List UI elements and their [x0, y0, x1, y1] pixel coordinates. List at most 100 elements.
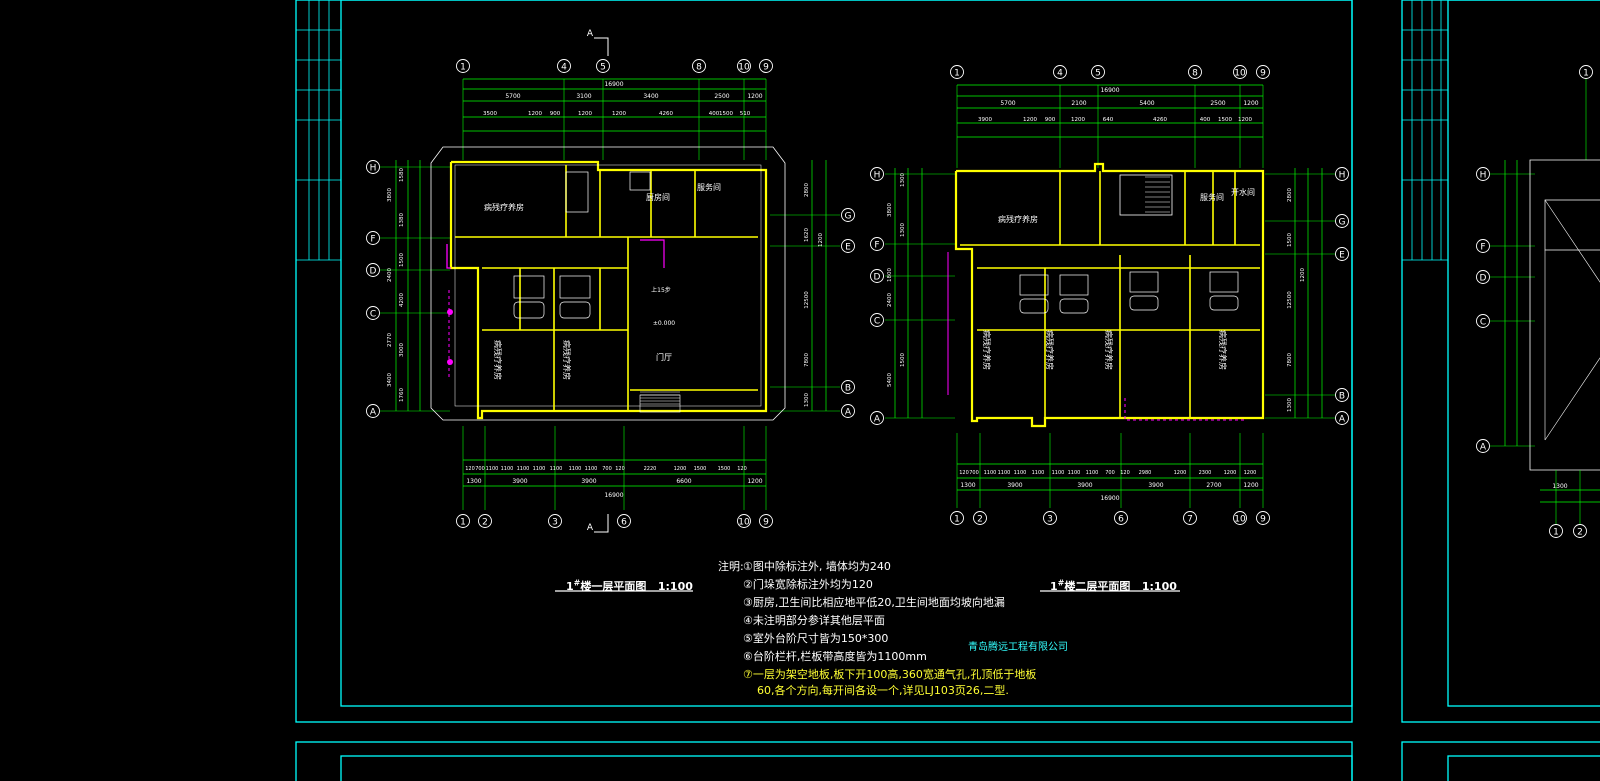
toilet-fixture [1209, 271, 1239, 293]
axis-bottom-label: 9 [763, 518, 769, 528]
axis-bottom-circle [1233, 511, 1247, 525]
axis-bottom-label: 1 [1553, 528, 1559, 538]
room-label: 病残疗养房 [1218, 330, 1228, 370]
room-label: 病残疗养房 [484, 202, 524, 212]
axis-top-label: 5 [600, 63, 606, 73]
axis-right-circle [841, 380, 855, 394]
ramp-rail [446, 244, 451, 269]
toilet-fixture [1059, 274, 1089, 296]
note-item-7: ⑦一层为架空地板,板下开100高,360宽通气孔,孔顶低于地板 [743, 668, 1037, 681]
axis-bottom-circle [973, 511, 987, 525]
dim-value: 1100 [533, 466, 546, 472]
roof-line [1544, 199, 1600, 251]
axis-left-circle [870, 269, 884, 283]
axis-left-circle [870, 411, 884, 425]
axis-top-circle [1188, 65, 1202, 79]
room-label: 病残疗养房 [1104, 330, 1114, 370]
sheet-frames [295, 0, 1600, 781]
dim-value: 7800 [1287, 353, 1293, 367]
exterior-wall [449, 160, 768, 420]
axis-bottom-circle [1183, 511, 1197, 525]
axis-top-label: 8 [696, 63, 702, 73]
dim-total: 16900 [1100, 495, 1119, 502]
axis-bottom-circle [737, 514, 751, 528]
dim-value: 7800 [804, 353, 810, 367]
axis-bottom-circle [950, 511, 964, 525]
dim-value: 2400 [387, 268, 393, 282]
axis-right-label: E [1339, 251, 1345, 261]
axis-left-label: A [370, 408, 377, 418]
axis-left-label: H [1480, 171, 1487, 181]
axis-left-circle [1476, 239, 1490, 253]
axis-bottom-label: 7 [1187, 515, 1193, 525]
dim-value: 120 [959, 470, 969, 476]
axis-bottom-label: 2 [1577, 528, 1583, 538]
dim-value: 6600 [676, 478, 691, 485]
axis-bottom-circle [1549, 524, 1563, 538]
axis-left-circle [366, 160, 380, 174]
dim-value: 2100 [1071, 100, 1086, 107]
elevation-label: ±0.000 [653, 320, 675, 327]
dim-value: 900 [550, 111, 561, 117]
dim-value: 1620 [804, 228, 810, 242]
dim-value: 1100 [517, 466, 530, 472]
axis-top-circle [1091, 65, 1105, 79]
axis-top-circle [950, 65, 964, 79]
dim-value: 4200 [399, 293, 405, 307]
dim-value: 2300 [1199, 470, 1212, 476]
note-item: ②门垛宽除标注外均为120 [743, 578, 873, 591]
axis-top-circle [1256, 65, 1270, 79]
dim-value: 1800 [887, 268, 893, 282]
axis-right-circle [841, 404, 855, 418]
entry-steps [639, 394, 681, 413]
axis-bottom-circle [617, 514, 631, 528]
axis-bottom-circle [548, 514, 562, 528]
roof-outline [430, 146, 786, 421]
dim-value: 1200 [747, 478, 762, 485]
axis-bottom-circle [456, 514, 470, 528]
axis-left-label: C [1480, 318, 1486, 328]
axis-left-label: H [874, 171, 881, 181]
dim-value: 1100 [569, 466, 582, 472]
dim-value: 1200 [674, 466, 687, 472]
axis-bottom-circle [1573, 524, 1587, 538]
dim-value: 510 [740, 111, 751, 117]
dim-value: 1100 [1032, 470, 1045, 476]
room-label: 服务间 [697, 182, 721, 192]
dim-value: 1200 [1244, 470, 1257, 476]
dim-value: 1500 [1287, 233, 1293, 247]
axis-bottom-circle [759, 514, 773, 528]
axis-left-circle [1476, 314, 1490, 328]
axis-right-label: B [1339, 392, 1345, 402]
axis-top-circle [1233, 65, 1247, 79]
dim-value: 1500 [719, 111, 733, 117]
axis-bottom-label: 6 [621, 518, 627, 528]
ramp-rail [640, 239, 665, 268]
bathtub-fixture [513, 301, 545, 319]
dim-value: 400 [1200, 117, 1211, 123]
axis-right-label: B [845, 384, 851, 394]
dim-value: 120 [1120, 470, 1130, 476]
dim-value: 1100 [1052, 470, 1065, 476]
dim-value: 700 [602, 466, 612, 472]
axis-top-label: 1 [954, 69, 960, 79]
axis-right-circle [1335, 388, 1349, 402]
room-label: 病残疗养房 [982, 330, 992, 370]
note-item: ③厨房,卫生间比相应地平低20,卫生间地面均坡向地漏 [743, 596, 1005, 609]
axis-bottom-label: 10 [1234, 515, 1246, 525]
axis-left-circle [366, 306, 380, 320]
axis-left-label: D [874, 273, 881, 283]
axis-top-label: 1 [1583, 69, 1589, 79]
axis-top-label: 9 [1260, 69, 1266, 79]
toilet-fixture [559, 275, 591, 299]
axis-bottom-circle [1256, 511, 1270, 525]
dim-value: 12500 [1287, 291, 1293, 309]
axis-right-label: E [845, 243, 851, 253]
dim-value: 3800 [887, 203, 893, 217]
axis-right-label: G [1339, 218, 1346, 228]
axis-right-circle [841, 239, 855, 253]
note-item: ⑥台阶栏杆,栏板带高度皆为1100mm [743, 650, 927, 663]
room-label: 病残疗养房 [998, 214, 1038, 224]
